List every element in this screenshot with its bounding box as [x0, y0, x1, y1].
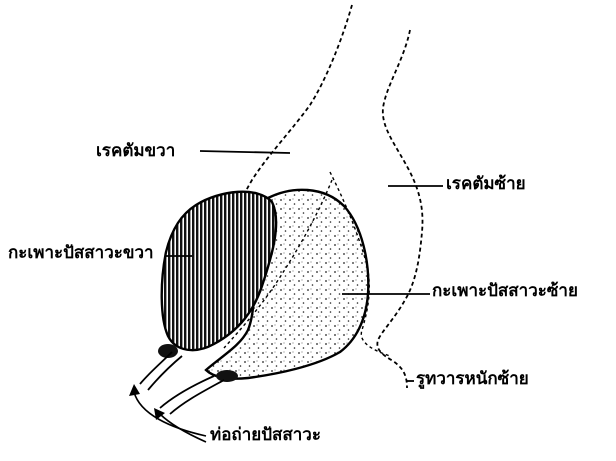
urethra-right-tube [140, 352, 182, 390]
label-anus-left: รูทวารหนักซ้าย [416, 371, 529, 388]
rectum-left-outline [377, 30, 422, 388]
urethra-arrow-right-head [129, 384, 140, 396]
bladder-left-neck [216, 370, 238, 382]
label-bladder-right: กะเพาะปัสสาวะขวา [8, 245, 154, 262]
label-bladder-left: กะเพาะปัสสาวะซ้าย [432, 283, 578, 300]
label-urethra: ท่อถ่ายปัสสาวะ [210, 427, 321, 444]
leader-rectum-right [200, 151, 290, 153]
urethra-left-tube [160, 376, 224, 414]
label-rectum-right: เรคตัมขวา [96, 143, 175, 160]
urethra-arrow-left [160, 414, 206, 442]
label-rectum-left: เรคตัมซ้าย [446, 176, 526, 193]
